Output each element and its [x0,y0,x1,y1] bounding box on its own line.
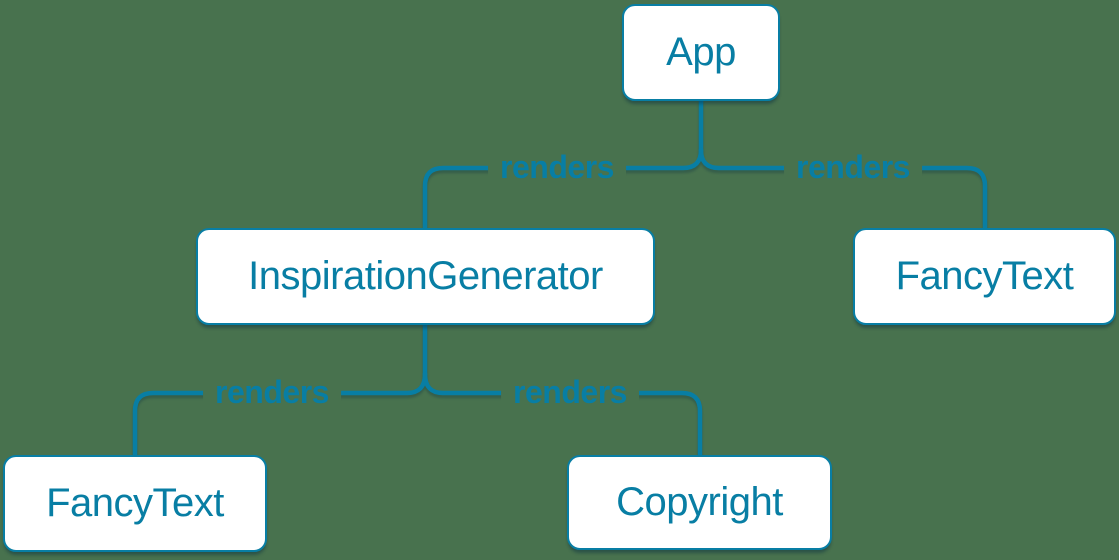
edge-inspiration-generator-to-fancy-text [132,371,428,458]
edge-label-inspiration-generator-fancy-text: renders [203,374,341,414]
node-fancy-text-left: FancyText [3,455,267,552]
node-app-label: App [666,30,736,74]
edge-label-app-inspiration-generator: renders [488,149,626,189]
node-app: App [622,4,780,101]
edge-app-to-inspiration-generator [422,147,704,231]
node-copyright-label: Copyright [616,480,783,524]
edge-app-to-fancy-text [698,147,988,231]
node-fancy-text-right: FancyText [853,228,1116,325]
node-fancy-text-left-label: FancyText [46,481,224,525]
node-copyright: Copyright [567,455,832,550]
node-fancy-text-right-label: FancyText [895,254,1074,298]
edge-label-inspiration-generator-copyright: renders [501,374,639,414]
edge-inspiration-generator-to-copyright [422,371,703,458]
node-inspiration-generator: InspirationGenerator [196,228,655,325]
node-inspiration-generator-label: InspirationGenerator [248,254,603,298]
edge-label-app-fancy-text: renders [784,149,922,189]
